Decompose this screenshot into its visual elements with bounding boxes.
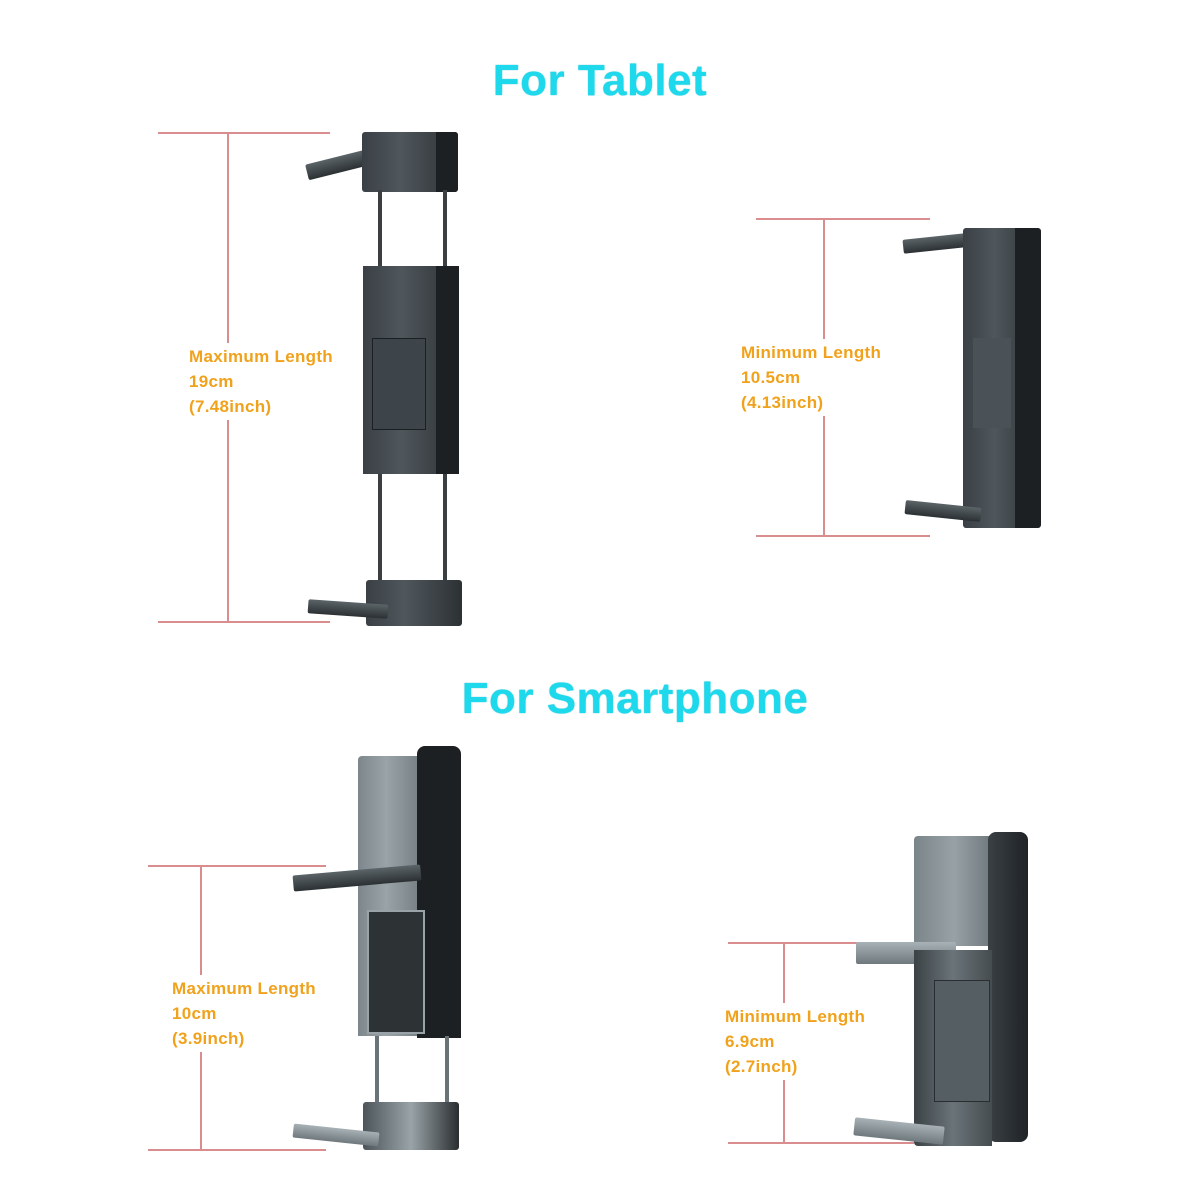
label-heading: Minimum Length	[725, 1007, 866, 1026]
tablet-min-label: Minimum Length 10.5cm (4.13inch)	[741, 339, 882, 416]
smartphone-holder-extended	[285, 742, 465, 1162]
smartphone-max-label: Maximum Length 10cm (3.9inch)	[172, 975, 316, 1052]
center-slot	[367, 910, 425, 1034]
dimension-top-line	[148, 865, 326, 867]
center-panel	[372, 338, 426, 430]
dimension-bottom-line	[148, 1149, 326, 1151]
label-imperial: (3.9inch)	[172, 1029, 245, 1048]
guide-rod	[443, 190, 447, 270]
label-metric: 6.9cm	[725, 1032, 775, 1051]
tablet-section-title: For Tablet	[492, 56, 708, 105]
guide-rod	[378, 474, 382, 584]
label-metric: 10cm	[172, 1004, 217, 1023]
guide-rod	[375, 1036, 379, 1106]
label-metric: 19cm	[189, 372, 234, 391]
top-clamp-edge	[436, 132, 458, 192]
center-body-edge	[436, 266, 459, 474]
guide-rod	[443, 474, 447, 584]
bottom-clamp-block	[363, 1102, 459, 1150]
label-imperial: (2.7inch)	[725, 1057, 798, 1076]
label-heading: Maximum Length	[172, 979, 316, 998]
guide-rod	[378, 190, 382, 270]
guide-rod	[445, 1036, 449, 1106]
dimension-top-line	[756, 218, 930, 220]
center-slot	[934, 980, 990, 1102]
dimension-bottom-line	[728, 1142, 914, 1144]
dimension-bottom-line	[158, 621, 330, 623]
label-heading: Maximum Length	[189, 347, 333, 366]
label-imperial: (4.13inch)	[741, 393, 824, 412]
center-panel	[973, 338, 1011, 428]
smartphone-min-label: Minimum Length 6.9cm (2.7inch)	[725, 1003, 866, 1080]
tablet-holder-retracted	[895, 222, 1045, 542]
tablet-max-label: Maximum Length 19cm (7.48inch)	[189, 343, 333, 420]
label-metric: 10.5cm	[741, 368, 801, 387]
label-heading: Minimum Length	[741, 343, 882, 362]
smartphone-holder-retracted	[852, 830, 1032, 1160]
dimension-bottom-line	[756, 535, 930, 537]
dimension-top-line	[158, 132, 330, 134]
holder-body-edge	[1015, 228, 1041, 528]
smartphone-section-title: For Smartphone	[461, 674, 809, 723]
back-plate	[914, 836, 994, 946]
dimension-top-line	[728, 942, 914, 944]
label-imperial: (7.48inch)	[189, 397, 272, 416]
tablet-holder-extended	[300, 128, 470, 638]
back-plate-edge	[988, 832, 1028, 1142]
bottom-clamp-block	[366, 580, 462, 626]
